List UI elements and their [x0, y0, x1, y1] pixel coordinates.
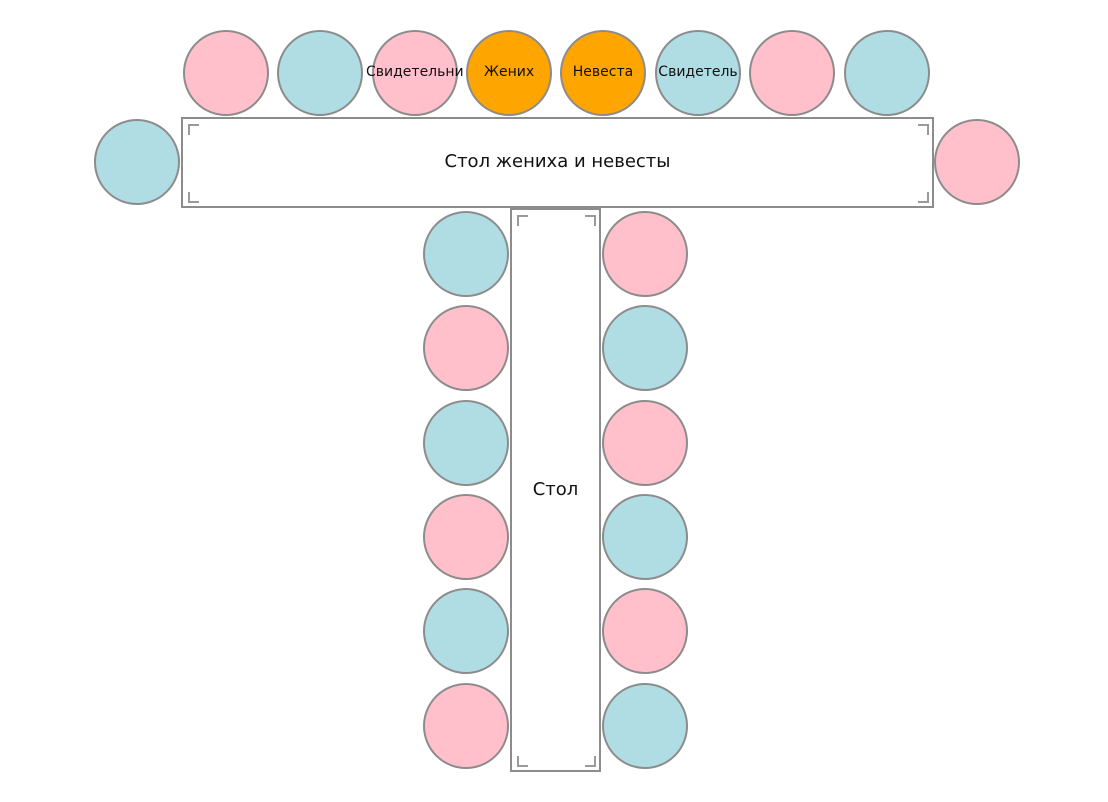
head-table — [181, 117, 934, 208]
head-seat-2 — [277, 30, 363, 116]
head-seat-6 — [655, 30, 741, 116]
head-seat-3-label: Свидетельница — [366, 64, 464, 80]
head-end-seat-right — [934, 119, 1020, 205]
long-left-seat-1 — [423, 211, 509, 297]
head-table-corner-bl — [188, 192, 199, 203]
long-table-corner-tl — [517, 215, 528, 226]
head-table-label: Стол жениха и невесты — [444, 151, 671, 172]
long-right-seat-2 — [602, 305, 688, 391]
long-table-corner-br — [585, 756, 596, 767]
long-right-seat-3 — [602, 400, 688, 486]
long-right-seat-4 — [602, 494, 688, 580]
head-end-seat-left — [94, 119, 180, 205]
long-table-label: Стол — [532, 479, 579, 500]
head-seat-5-label: Невеста — [572, 64, 634, 80]
long-left-seat-5 — [423, 588, 509, 674]
head-seat-5 — [560, 30, 646, 116]
head-seat-4 — [466, 30, 552, 116]
long-left-seat-2 — [423, 305, 509, 391]
long-table — [510, 208, 601, 772]
head-seat-4-label: Жених — [483, 64, 535, 80]
long-right-seat-6 — [602, 683, 688, 769]
long-table-corner-tr — [585, 215, 596, 226]
head-seat-6-label: Свидетель — [658, 64, 738, 80]
long-left-seat-6 — [423, 683, 509, 769]
long-table-corner-bl — [517, 756, 528, 767]
head-seat-8 — [844, 30, 930, 116]
long-left-seat-3 — [423, 400, 509, 486]
head-seat-7 — [749, 30, 835, 116]
long-right-seat-5 — [602, 588, 688, 674]
head-seat-3 — [372, 30, 458, 116]
head-table-corner-tr — [918, 124, 929, 135]
long-left-seat-4 — [423, 494, 509, 580]
long-right-seat-1 — [602, 211, 688, 297]
head-table-corner-br — [918, 192, 929, 203]
head-seat-1 — [183, 30, 269, 116]
head-table-corner-tl — [188, 124, 199, 135]
